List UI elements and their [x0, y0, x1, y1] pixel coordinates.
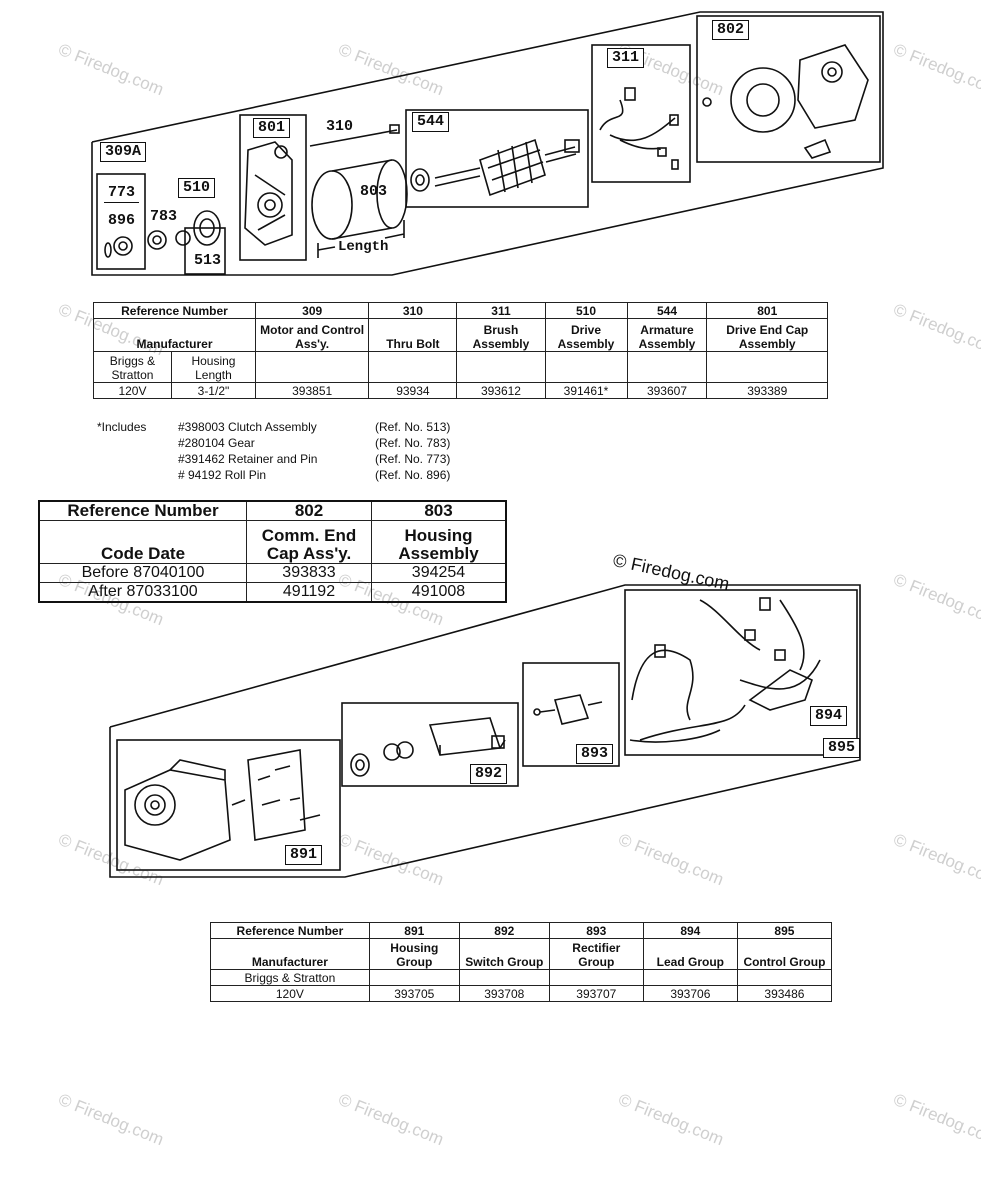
parts-table-starter: Reference Number 309 310 311 510 544 801…: [93, 302, 828, 399]
part-803-after: 491008: [371, 582, 507, 603]
voltage-cell: 120V: [93, 382, 172, 399]
callout-801: 801: [253, 118, 291, 138]
callout-544: 544: [412, 112, 450, 132]
length-dimension-label: Length: [338, 239, 389, 255]
ref-309: 309: [254, 302, 370, 319]
part-895: 393486: [736, 985, 833, 1002]
name-309: Motor and Control Ass'y.: [254, 318, 370, 352]
part-802-after: 491192: [246, 582, 372, 603]
ref-891: 891: [368, 922, 460, 939]
callout-311: 311: [607, 48, 645, 68]
ref-803: 803: [371, 500, 507, 521]
callout-513: 513: [194, 252, 222, 269]
part-311: 393612: [456, 382, 546, 399]
watermark: © Firedog.com: [55, 1089, 167, 1150]
name-893: Rectifier Group: [548, 938, 644, 970]
ref-893: 893: [548, 922, 644, 939]
part-544: 393607: [626, 382, 708, 399]
name-510: Drive Assembly: [544, 318, 628, 352]
ref-number-header: Reference Number: [93, 302, 256, 319]
callout-309a: 309A: [100, 142, 147, 162]
code-date-header: Code Date: [38, 520, 247, 564]
code-date-before: Before 87040100: [38, 563, 247, 583]
manufacturer-header: Manufacturer: [93, 318, 256, 352]
part-892: 393708: [458, 985, 550, 1002]
part-310: 93934: [368, 382, 458, 399]
watermark: © Firedog.com: [335, 1089, 447, 1150]
manufacturer-header: Manufacturer: [210, 938, 370, 970]
ref-544: 544: [626, 302, 708, 319]
callout-893: 893: [576, 744, 614, 764]
ref-892: 892: [458, 922, 550, 939]
includes-item: #280104 Gear: [178, 436, 255, 450]
callout-310: 310: [326, 118, 354, 135]
code-date-after: After 87033100: [38, 582, 247, 603]
part-893: 393707: [548, 985, 644, 1002]
callout-783: 783: [150, 208, 178, 225]
part-309: 393851: [254, 382, 370, 399]
callout-892: 892: [470, 764, 508, 784]
callout-803: 803: [360, 183, 388, 200]
part-803-before: 394254: [371, 563, 507, 583]
callout-896: 896: [104, 212, 140, 230]
ref-894: 894: [642, 922, 738, 939]
voltage-cell: 120V: [210, 985, 370, 1002]
includes-ref: (Ref. No. 896): [375, 468, 451, 482]
parts-table-code-date: Reference Number 802 803 Code Date Comm.…: [38, 500, 507, 603]
callout-891: 891: [285, 845, 323, 865]
includes-item: #391462 Retainer and Pin: [178, 452, 318, 466]
name-892: Switch Group: [458, 938, 550, 970]
top-exploded-diagram: [91, 11, 884, 276]
briggs-stratton-cell: Briggs & Stratton: [210, 969, 370, 986]
parts-table-control: Reference Number 891 892 893 894 895 Man…: [210, 922, 833, 1002]
callout-802: 802: [712, 20, 750, 40]
watermark: © Firedog.com: [890, 1089, 981, 1150]
includes-label: *Includes: [97, 420, 147, 434]
callout-510: 510: [178, 178, 216, 198]
callout-773: 773: [104, 184, 140, 203]
watermark: © Firedog.com: [615, 1089, 727, 1150]
ref-802: 802: [246, 500, 372, 521]
includes-ref: (Ref. No. 783): [375, 436, 451, 450]
name-895: Control Group: [736, 938, 833, 970]
name-803: Housing Assembly: [371, 520, 507, 564]
name-311: Brush Assembly: [456, 318, 546, 352]
part-891: 393705: [368, 985, 460, 1002]
ref-311: 311: [456, 302, 546, 319]
part-894: 393706: [642, 985, 738, 1002]
name-894: Lead Group: [642, 938, 738, 970]
ref-number-header: Reference Number: [210, 922, 370, 939]
name-544: Armature Assembly: [626, 318, 708, 352]
part-510: 391461*: [544, 382, 628, 399]
name-891: Housing Group: [368, 938, 460, 970]
ref-895: 895: [736, 922, 833, 939]
includes-item: #398003 Clutch Assembly: [178, 420, 317, 434]
callout-895: 895: [823, 738, 861, 758]
part-801: 393389: [706, 382, 828, 399]
includes-item: # 94192 Roll Pin: [178, 468, 267, 482]
part-802-before: 393833: [246, 563, 372, 583]
includes-ref: (Ref. No. 773): [375, 452, 451, 466]
length-value-cell: 3-1/2": [170, 382, 256, 399]
bottom-exploded-diagram: [109, 584, 861, 878]
callout-894: 894: [810, 706, 848, 726]
includes-ref: (Ref. No. 513): [375, 420, 451, 434]
ref-number-header: Reference Number: [38, 500, 247, 521]
